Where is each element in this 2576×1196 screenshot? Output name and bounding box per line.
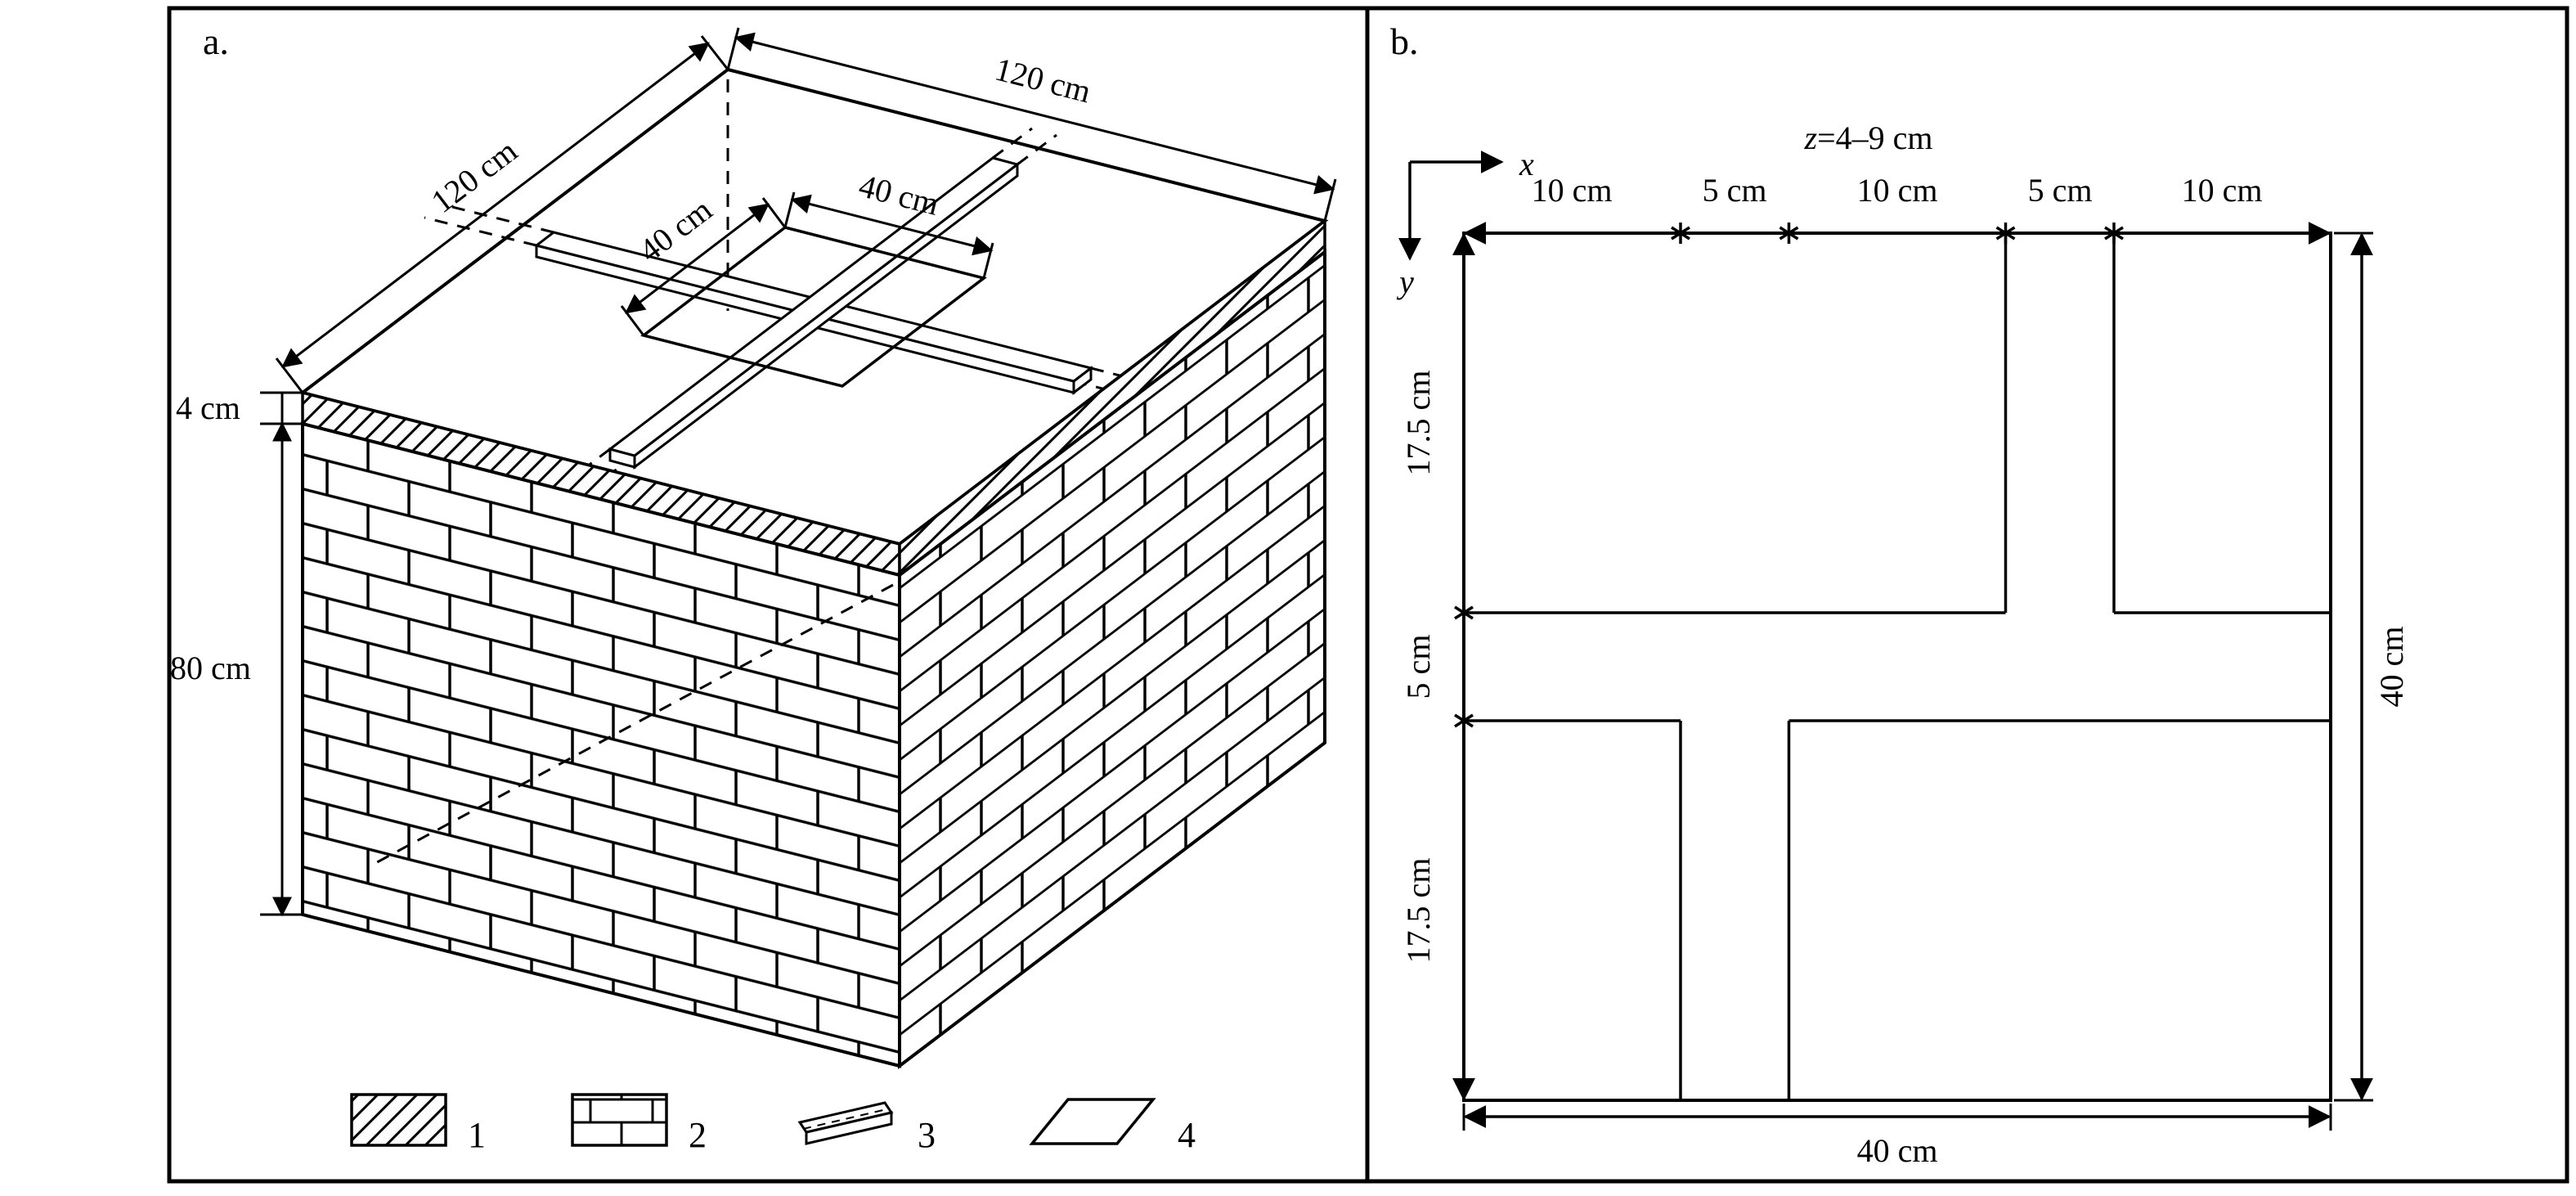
svg-text:40 cm: 40 cm [1857,1132,1938,1169]
x-axis-label: x [1519,146,1534,182]
svg-text:120 cm: 120 cm [991,51,1094,110]
legend-num-3: 3 [918,1115,936,1155]
svg-text:17.5 cm: 17.5 cm [1400,858,1437,964]
svg-text:10 cm: 10 cm [1532,172,1613,209]
panel-b: b. x y z=4–9 cm [1390,20,2410,1169]
legend-num-1: 1 [468,1115,486,1155]
svg-text:120 cm: 120 cm [424,132,524,220]
svg-text:5 cm: 5 cm [1703,172,1767,209]
y-axis-label: y [1396,263,1414,300]
legend-item-1: 1 [350,1093,486,1155]
legend-item-3: 3 [797,1101,936,1155]
dim-bottom: 40 cm [1462,1104,2332,1169]
svg-text:5 cm: 5 cm [1400,635,1437,699]
legend-item-2: 2 [571,1093,707,1155]
svg-text:4 cm: 4 cm [176,389,240,426]
legend-num-2: 2 [689,1115,707,1155]
svg-text:10 cm: 10 cm [1857,172,1938,209]
hidden-diagonal [367,583,894,869]
hatch-swatch-icon [350,1093,447,1147]
plate-swatch-icon [1029,1098,1156,1145]
dim-right: 40 cm [2334,232,2410,1102]
dim-80cm: 80 cm [170,421,304,917]
svg-text:80 cm: 80 cm [170,650,251,686]
station-marks-left [1454,602,1474,731]
channel-lines [1464,233,2331,1100]
svg-text:17.5 cm: 17.5 cm [1400,371,1437,476]
brick-swatch-icon [571,1093,668,1147]
brick-face-right [898,248,1326,1070]
dim-4cm: 4 cm [176,389,304,426]
legend: 1 2 3 4 [350,1093,1196,1155]
station-marks-top [1671,223,2124,244]
coordinate-axes: x y [1396,146,1534,300]
dim-chain-top: 10 cm 5 cm 10 cm 5 cm 10 cm [1463,172,2331,245]
svg-text:10 cm: 10 cm [2182,172,2263,209]
panel-a-label: a. [203,20,229,62]
panel-b-label: b. [1390,20,1419,62]
dim-chain-left: 17.5 cm 5 cm 17.5 cm [1400,232,1475,1101]
panel-a: a. [170,20,1337,1155]
depth-annotation: z=4–9 cm [1803,119,1932,156]
svg-text:5 cm: 5 cm [2028,172,2093,209]
legend-num-4: 4 [1178,1115,1196,1155]
plan-outline [1462,232,2332,1102]
legend-item-4: 4 [1029,1098,1196,1155]
svg-text:40 cm: 40 cm [2373,627,2410,708]
bar-swatch-icon [797,1101,894,1145]
